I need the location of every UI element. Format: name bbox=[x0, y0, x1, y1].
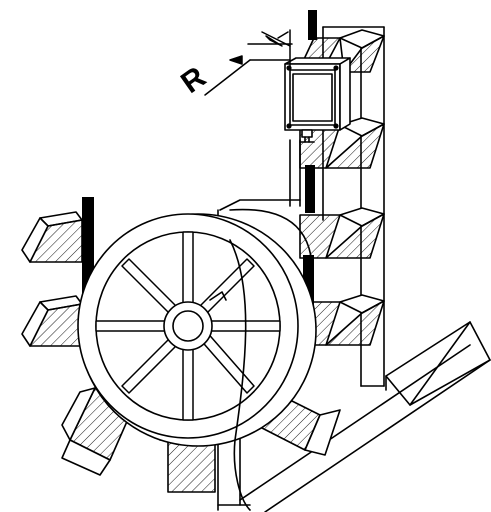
bucket-left-1 bbox=[21, 211, 83, 263]
proximity-sensor bbox=[284, 57, 351, 143]
bucket-right-3 bbox=[299, 207, 385, 259]
radius-line bbox=[209, 291, 227, 301]
wheel-spokes bbox=[95, 231, 281, 421]
radius-dimension bbox=[204, 29, 293, 96]
pulley-wheel bbox=[77, 213, 317, 447]
inlet-chute bbox=[239, 321, 491, 512]
bucket-left-2 bbox=[21, 295, 83, 347]
belt-wrap-curve bbox=[229, 239, 251, 511]
